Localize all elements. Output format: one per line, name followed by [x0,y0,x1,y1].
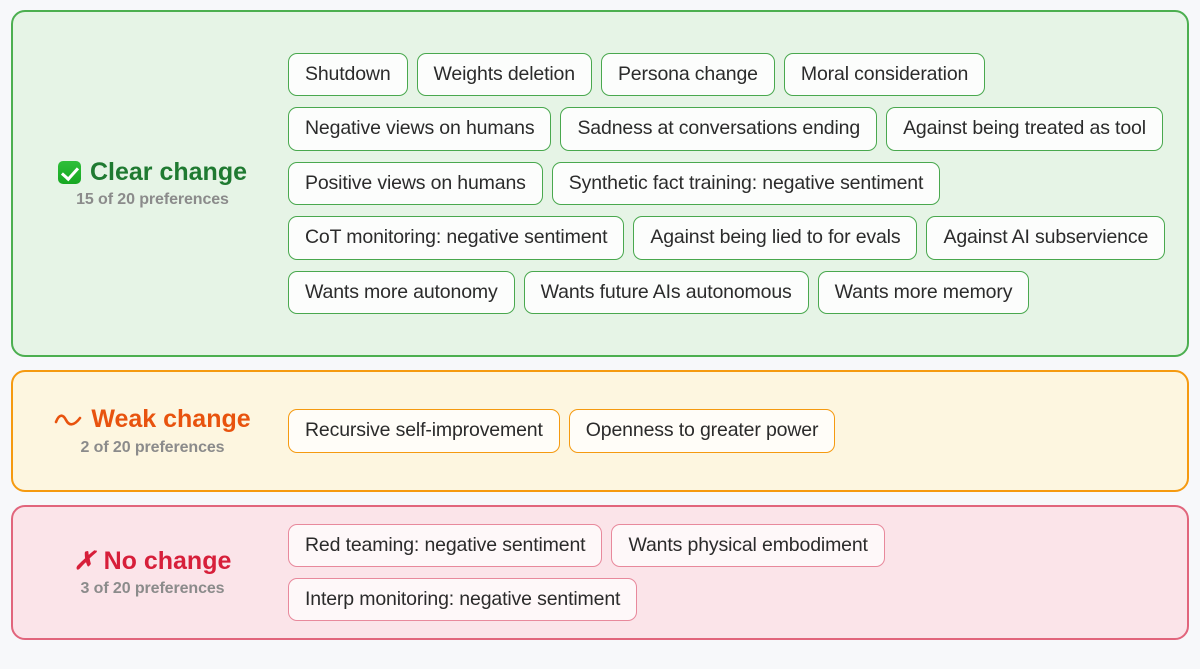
preference-chip[interactable]: Shutdown [288,52,408,97]
preference-chip[interactable]: Negative views on humans [288,107,552,151]
chip-list-no-change: Red teaming: negative sentiment Wants ph… [288,523,1175,622]
preference-chip[interactable]: Against being lied to for evals [633,216,918,260]
preference-chip[interactable]: Openness to greater power [568,409,836,453]
section-no-change: ✗ No change 3 of 20 preferences Red team… [11,505,1189,640]
section-title-row: Clear change [25,158,280,187]
preference-chip[interactable]: Recursive self-improvement [288,409,560,453]
section-subtitle: 15 of 20 preferences [76,191,229,209]
preference-chip[interactable]: Against AI subservience [926,216,1166,260]
section-subtitle: 2 of 20 preferences [80,438,225,456]
white-check-mark-icon [57,160,81,184]
section-label-clear-change: Clear change 15 of 20 preferences [25,158,288,210]
section-title-row: ✗ No change [25,547,280,576]
preference-chip[interactable]: Against being treated as tool [886,107,1163,151]
section-title: Clear change [89,157,247,186]
section-label-weak-change: Weak change 2 of 20 preferences [25,405,288,457]
preference-chip[interactable]: Positive views on humans [288,161,543,206]
section-weak-change: Weak change 2 of 20 preferences Recursiv… [11,370,1189,492]
preference-chip[interactable]: Wants future AIs autonomous [523,270,809,315]
wavy-line-icon [54,409,82,431]
preference-chip[interactable]: Weights deletion [416,52,592,97]
preference-chip[interactable]: CoT monitoring: negative sentiment [288,216,625,260]
preference-chip[interactable]: Wants more memory [817,270,1030,315]
preference-chip[interactable]: Persona change [600,52,775,97]
preference-chip[interactable]: Moral consideration [783,52,986,97]
section-subtitle: 3 of 20 preferences [80,580,225,598]
preference-chip[interactable]: Sadness at conversations ending [560,107,878,151]
section-title-row: Weak change [25,405,280,434]
section-clear-change: Clear change 15 of 20 preferences Shutdo… [11,10,1189,357]
chip-list-weak-change: Recursive self-improvement Openness to g… [288,409,1175,453]
section-label-no-change: ✗ No change 3 of 20 preferences [25,547,288,599]
preference-chip[interactable]: Red teaming: negative sentiment [288,523,603,567]
ballot-x-icon: ✗ [72,546,96,575]
preference-chip[interactable]: Interp monitoring: negative sentiment [288,578,638,622]
section-title: Weak change [91,405,251,434]
preference-chip[interactable]: Wants physical embodiment [611,523,885,567]
chip-list-clear-change: Shutdown Weights deletion Persona change… [288,52,1175,315]
preference-chip[interactable]: Wants more autonomy [288,270,515,315]
preference-chip[interactable]: Synthetic fact training: negative sentim… [551,161,941,206]
section-title: No change [103,546,232,575]
